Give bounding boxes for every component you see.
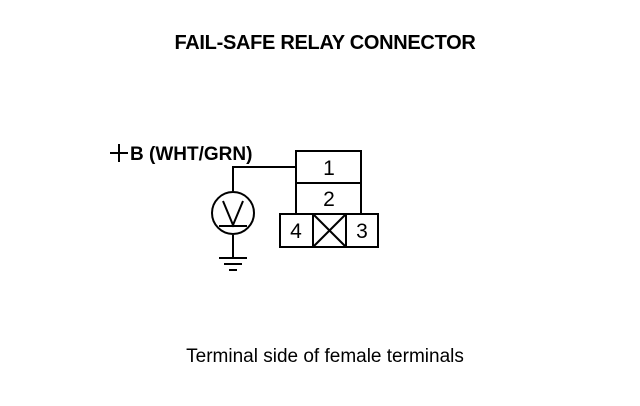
ground-icon [219, 257, 247, 271]
pin-1-label: 1 [323, 157, 335, 180]
pin-4-label: 4 [290, 220, 302, 243]
crossed-box-icon [312, 213, 347, 248]
wire [232, 166, 296, 258]
pin-3-label: 3 [356, 220, 368, 243]
supply-label: B (WHT/GRN) [110, 144, 252, 165]
plus-icon [110, 144, 128, 162]
voltmeter-icon [211, 191, 255, 235]
diagram-title: FAIL-SAFE RELAY CONNECTOR [174, 32, 476, 54]
pin-3-cell [345, 213, 379, 248]
connector: 1 2 4 3 [279, 150, 379, 248]
caption: Terminal side of female terminals [186, 346, 464, 367]
supply-label-text: B (WHT/GRN) [130, 144, 252, 165]
pin-2-label: 2 [323, 188, 335, 211]
